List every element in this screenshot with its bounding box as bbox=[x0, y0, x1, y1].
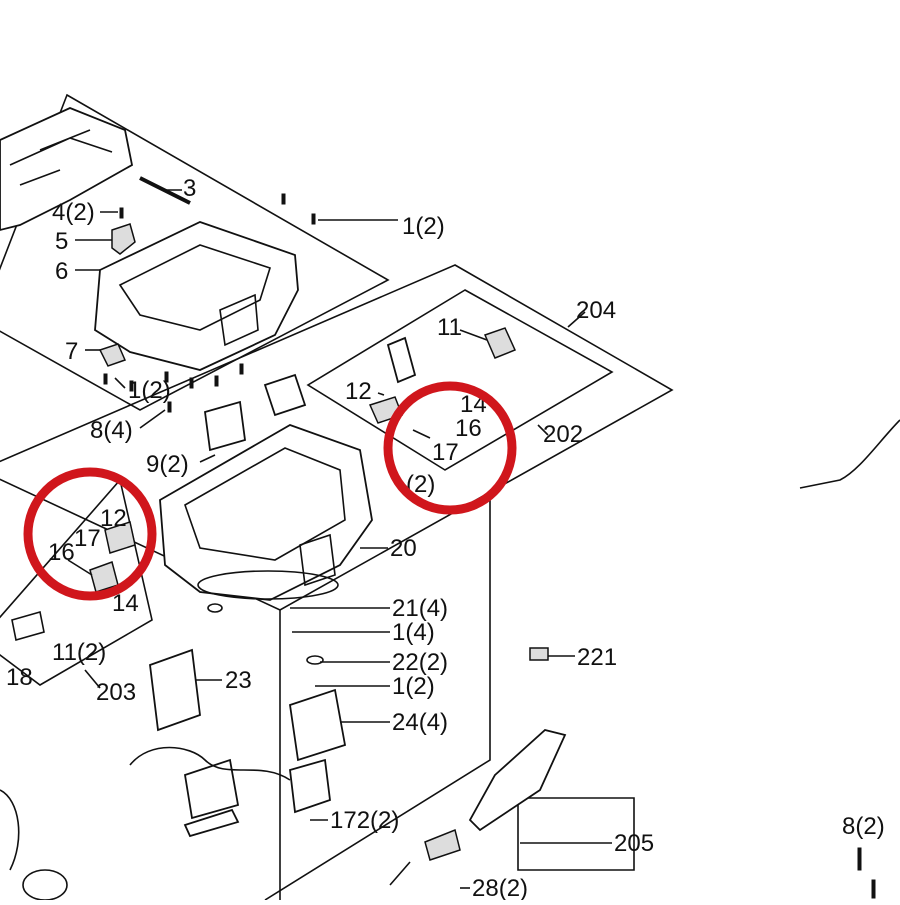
highlight-circle-left bbox=[23, 467, 157, 601]
callout-4: 4(2) bbox=[52, 199, 95, 226]
callout-12-group204: 12 bbox=[345, 378, 372, 405]
pcb-part bbox=[289, 758, 331, 814]
group-204-box bbox=[306, 289, 614, 471]
callout-17-group204: 17 bbox=[432, 439, 459, 466]
cable-part bbox=[129, 746, 291, 781]
callout-17-group203: 17 bbox=[74, 525, 101, 552]
top-cover-part bbox=[0, 107, 134, 231]
wheel-ring-part bbox=[22, 869, 68, 901]
callout-202: 202 bbox=[543, 421, 583, 448]
spring-part bbox=[389, 861, 411, 886]
callout-24: 24(4) bbox=[392, 709, 448, 736]
callout-7: 7 bbox=[65, 338, 78, 365]
callout-3: 3 bbox=[183, 175, 196, 202]
top-assembly-box bbox=[0, 93, 390, 411]
callout-5: 5 bbox=[55, 228, 68, 255]
callout-11-group204: 11 bbox=[437, 314, 462, 341]
callout-1-base: 1(4) bbox=[392, 619, 435, 646]
callout-22: 22(2) bbox=[392, 649, 448, 676]
callout-16-group204: 16 bbox=[455, 415, 482, 442]
terminal-part bbox=[483, 327, 517, 359]
callout-1-top: 1(2) bbox=[402, 213, 445, 240]
motor-block-part bbox=[289, 688, 347, 762]
callout-203: 203 bbox=[96, 679, 136, 706]
screw-parts bbox=[103, 193, 316, 413]
base-housing-part bbox=[159, 424, 373, 601]
callout-20: 20 bbox=[390, 535, 417, 562]
leader-lines bbox=[67, 189, 612, 889]
switch-part bbox=[386, 336, 417, 384]
bracket-part bbox=[98, 343, 127, 367]
lower-assembly-box bbox=[264, 500, 491, 901]
mount-bracket-part bbox=[149, 648, 201, 732]
power-cord-part bbox=[799, 419, 900, 489]
callout-1-lower: 1(2) bbox=[392, 673, 435, 700]
callout-16-group203: 16 bbox=[48, 539, 75, 566]
callout-1-housing: 1(2) bbox=[128, 377, 171, 404]
plate-part bbox=[183, 808, 240, 838]
connector-part bbox=[204, 400, 246, 452]
callout-8-right: 8(2) bbox=[842, 813, 885, 840]
washer-part bbox=[207, 603, 223, 613]
callout-8-main: 8(4) bbox=[90, 417, 133, 444]
callout-23: 23 bbox=[225, 667, 252, 694]
callout-28: 28(2) bbox=[472, 875, 528, 900]
contact-left-part bbox=[104, 521, 136, 554]
terminal-left-part bbox=[11, 610, 45, 642]
washer-22-part bbox=[306, 655, 324, 665]
screw-8-part bbox=[857, 847, 862, 871]
callout-12-group203: 12 bbox=[100, 505, 127, 532]
callout-11-group203: 11(2) bbox=[52, 639, 106, 666]
callout-172: 172(2) bbox=[330, 807, 399, 834]
upper-housing-part bbox=[94, 221, 299, 371]
callout-21: 21(4) bbox=[392, 595, 448, 622]
pin-part bbox=[424, 828, 461, 861]
connector-block-part bbox=[263, 373, 307, 417]
callout-18: 18 bbox=[6, 664, 33, 691]
clip-part bbox=[111, 223, 136, 255]
wheel-part bbox=[0, 789, 20, 871]
screw-8b-part bbox=[871, 879, 876, 899]
highlight-circle-right bbox=[383, 381, 517, 515]
callout-221: 221 bbox=[577, 644, 617, 671]
callout-204: 204 bbox=[576, 297, 616, 324]
terminal-board-part bbox=[183, 758, 240, 820]
callout-9: 9(2) bbox=[146, 451, 189, 478]
clamp-part bbox=[468, 729, 567, 832]
callout-6: 6 bbox=[55, 258, 68, 285]
callout-205: 205 bbox=[614, 830, 654, 857]
plug-part bbox=[529, 647, 549, 661]
group-205-box bbox=[517, 797, 635, 871]
